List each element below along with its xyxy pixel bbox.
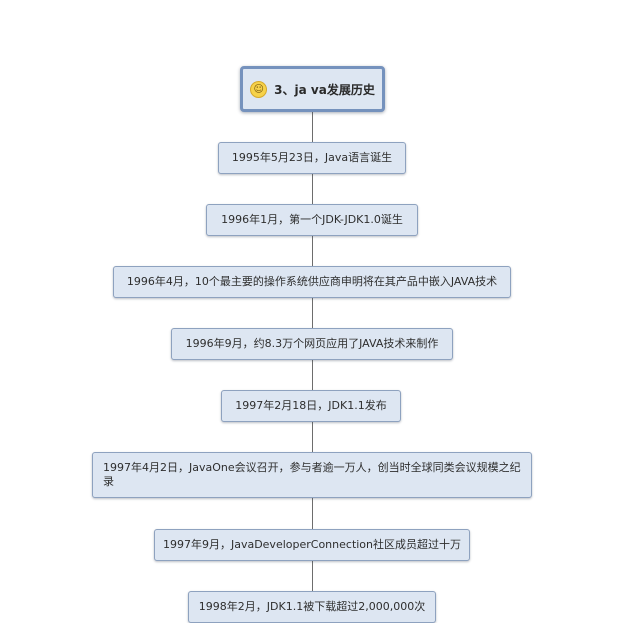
timeline-node-text: 1997年2月18日，JDK1.1发布 — [235, 399, 387, 412]
timeline-node-text: 1995年5月23日，Java语言诞生 — [231, 151, 393, 164]
timeline-node-text: 1997年9月，JavaDeveloperConnection社区成员超过十万 — [162, 538, 462, 551]
timeline-node-text: 1997年4月2日，JavaOne会议召开，参与者逾一万人，创当时全球同类会议规… — [103, 461, 521, 488]
timeline-node[interactable]: 1997年9月，JavaDeveloperConnection社区成员超过十万 — [154, 529, 470, 561]
timeline-node[interactable]: 1996年1月，第一个JDK-JDK1.0诞生 — [206, 204, 418, 236]
timeline-node-text: 1996年1月，第一个JDK-JDK1.0诞生 — [221, 213, 403, 226]
smiley-icon: ☺ — [250, 80, 268, 98]
root-topic-title: 3、ja va发展历史 — [274, 82, 375, 97]
root-topic-node[interactable]: ☺ 3、ja va发展历史 — [240, 66, 385, 112]
timeline-node-text: 1996年4月，10个最主要的操作系统供应商申明将在其产品中嵌入JAVA技术 — [126, 275, 498, 288]
timeline-node[interactable]: 1997年4月2日，JavaOne会议召开，参与者逾一万人，创当时全球同类会议规… — [92, 452, 532, 498]
timeline-node[interactable]: 1996年4月，10个最主要的操作系统供应商申明将在其产品中嵌入JAVA技术 — [113, 266, 511, 298]
timeline-node-text: 1996年9月，约8.3万个网页应用了JAVA技术来制作 — [185, 337, 439, 350]
timeline-node-text: 1998年2月，JDK1.1被下载超过2,000,000次 — [198, 600, 426, 613]
timeline-node[interactable]: 1995年5月23日，Java语言诞生 — [218, 142, 406, 174]
timeline-node[interactable]: 1996年9月，约8.3万个网页应用了JAVA技术来制作 — [171, 328, 453, 360]
timeline-node[interactable]: 1998年2月，JDK1.1被下载超过2,000,000次 — [188, 591, 436, 623]
timeline-node[interactable]: 1997年2月18日，JDK1.1发布 — [221, 390, 401, 422]
timeline-connector-line — [312, 100, 313, 623]
